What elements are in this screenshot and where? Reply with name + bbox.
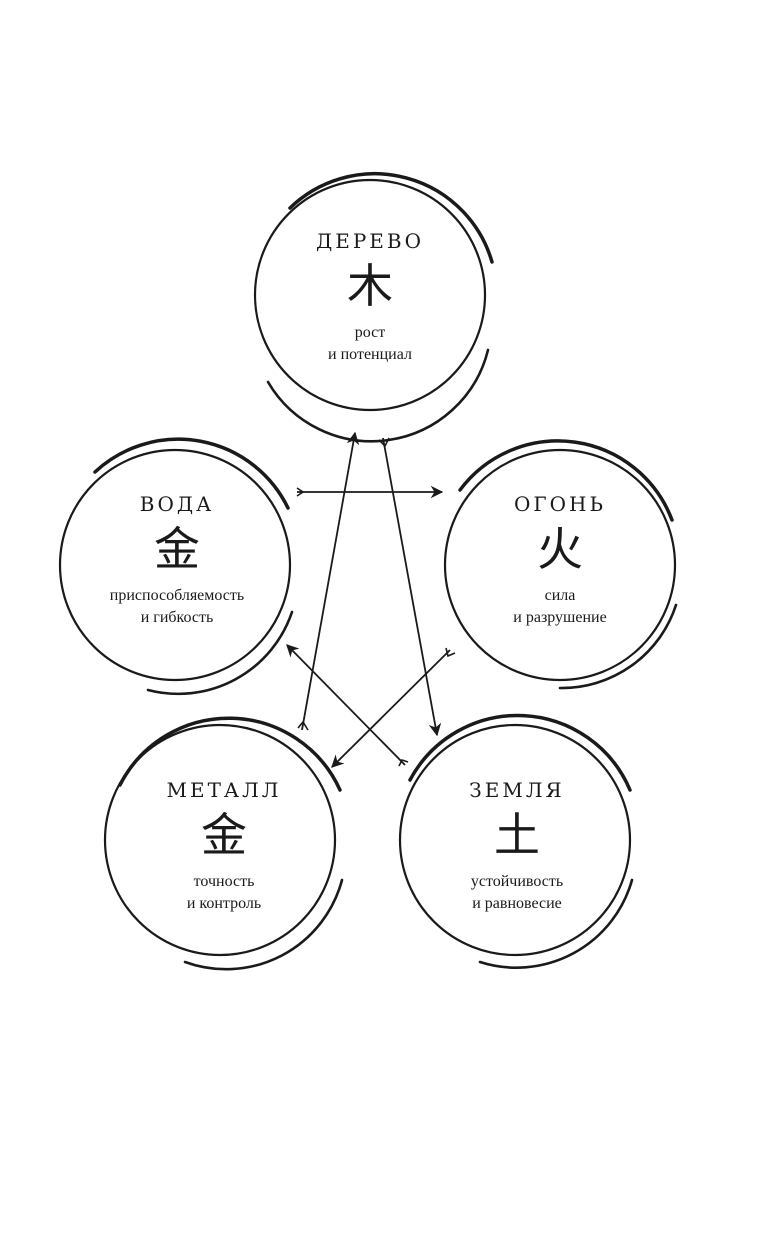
node-metal-glyph: 金 [201, 808, 247, 862]
circle-fire [443, 439, 678, 690]
circle-earth [398, 713, 634, 969]
node-metal-title: МЕТАЛЛ [166, 778, 282, 802]
node-metal: МЕТАЛЛ 金 точность и контроль [119, 777, 329, 915]
node-wood-desc-line2: и потенциал [328, 346, 412, 363]
node-fire-desc-line1: сила [544, 587, 576, 604]
node-earth-glyph: 土 [494, 808, 540, 862]
node-earth: ЗЕМЛЯ 土 устойчивость и равновесие [412, 777, 622, 915]
node-fire-glyph: 火 [537, 522, 583, 576]
arrow-fire-to-metal [331, 649, 451, 768]
node-wood-title: ДЕРЕВО [315, 229, 424, 253]
node-wood-glyph: 木 [347, 259, 393, 313]
node-metal-desc-line1: точность [193, 873, 255, 890]
arrow-tail-fire-to-metal [445, 647, 456, 658]
node-water: ВОДА 金 приспособляемость и гибкость [72, 491, 282, 629]
node-fire-title: ОГОНЬ [514, 492, 606, 516]
circle-metal [103, 716, 344, 971]
node-water-desc-line1: приспособляемость [109, 587, 245, 604]
arrows-layer [286, 431, 456, 768]
node-wood: ДЕРЕВО 木 рост и потенциал [265, 228, 475, 366]
node-water-title: ВОДА [139, 492, 215, 516]
circle-water [58, 437, 294, 696]
arrow-tail-earth-to-water [398, 759, 409, 767]
node-earth-desc-line2: и равновесие [472, 895, 562, 912]
arrow-wood-to-earth [382, 437, 442, 737]
node-earth-desc-line1: устойчивость [470, 873, 564, 890]
node-earth-title: ЗЕМЛЯ [469, 778, 565, 802]
circle-wood [253, 172, 494, 443]
arrow-tail-water-to-fire [296, 487, 305, 497]
arrow-earth-to-water [286, 644, 406, 766]
arrow-tail-wood-to-earth [378, 437, 390, 448]
node-water-desc-line2: и гибкость [140, 609, 214, 626]
node-fire: ОГОНЬ 火 сила и разрушение [455, 491, 665, 629]
node-water-glyph: 金 [154, 522, 200, 576]
arrow-metal-to-wood [301, 431, 360, 731]
node-metal-desc-line2: и контроль [186, 895, 262, 912]
arrow-tail-metal-to-wood [297, 720, 309, 731]
node-fire-desc-line2: и разрушение [513, 609, 607, 626]
node-wood-desc-line1: рост [354, 324, 386, 341]
